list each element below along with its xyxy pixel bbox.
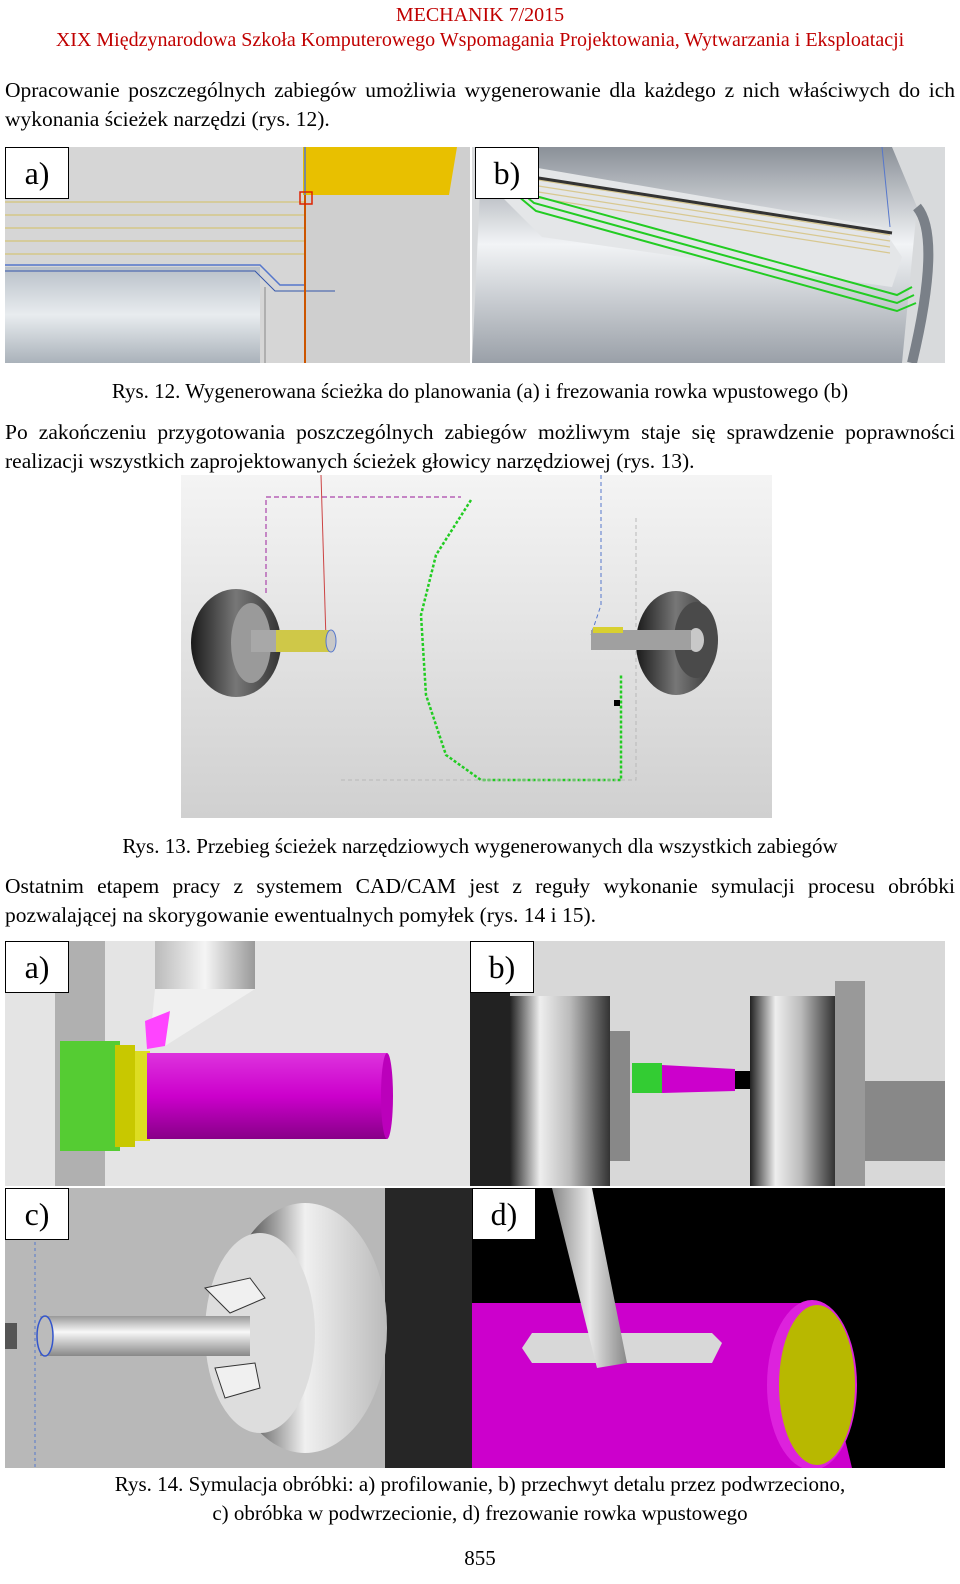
panel-label-d: d)	[472, 1188, 536, 1240]
journal-title: MECHANIK 7/2015	[395, 4, 565, 26]
panel-label-b-14: b)	[470, 941, 534, 993]
paragraph-1: Opracowanie poszczególnych zabiegów umoż…	[5, 78, 955, 131]
figure-14c-image: c)	[5, 1188, 472, 1468]
panel-label-a: a)	[5, 147, 69, 199]
figure-14-caption-line2: c) obróbka w podwrzecionie, d) frezowani…	[212, 1501, 748, 1525]
figure-13-caption: Rys. 13. Przebieg ścieżek narzędziowych …	[122, 834, 838, 858]
paragraph-3: Ostatnim etapem pracy z systemem CAD/CAM…	[5, 874, 955, 927]
figure-12-caption: Rys. 12. Wygenerowana ścieżka do planowa…	[111, 379, 849, 403]
page-number: 855	[464, 1546, 496, 1570]
figure-14d-image: d)	[472, 1188, 945, 1468]
figure-14a-image: a)	[5, 941, 470, 1186]
panel-label-c: c)	[5, 1188, 69, 1240]
conference-title: XIX Międzynarodowa Szkoła Komputerowego …	[55, 29, 905, 51]
figure-12b-image: b)	[472, 147, 945, 363]
figure-13-image	[181, 475, 772, 818]
panel-label-a-14: a)	[5, 941, 69, 993]
figure-14b-image: b)	[470, 941, 945, 1186]
panel-label-b: b)	[475, 147, 539, 199]
figure-14-caption-line1: Rys. 14. Symulacja obróbki: a) profilowa…	[114, 1472, 846, 1496]
figure-12a-image: a)	[5, 147, 470, 363]
paragraph-2: Po zakończeniu przygotowania poszczególn…	[5, 420, 955, 473]
